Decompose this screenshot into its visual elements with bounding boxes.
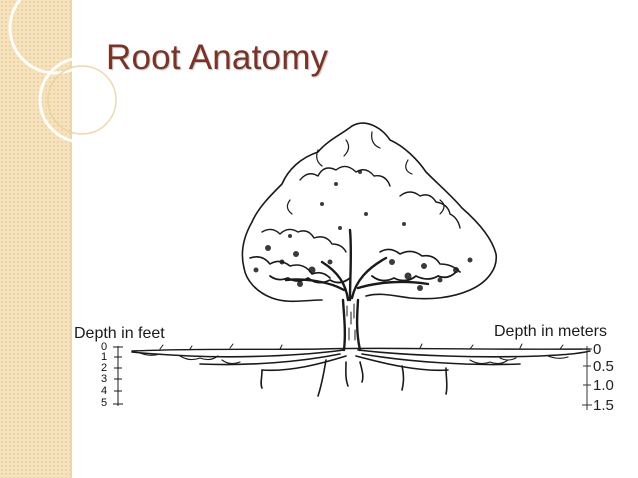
decorative-side-band [0,0,70,478]
depth-in-feet-label: Depth in feet [74,325,165,342]
depth-in-meters-label: Depth in meters [494,323,607,340]
lateral-roots [131,349,591,372]
canopy-outline [241,122,497,303]
meters-tick-label: 1.5 [593,397,614,414]
meters-scale-ruler [582,346,592,410]
slide-title: Root Anatomy [106,38,329,77]
feet-tick-label: 0 [101,341,108,353]
feet-tick-label: 2 [101,362,108,374]
tree-trunk [341,298,362,352]
meters-tick-label: 0.5 [593,358,614,375]
feet-tick-label: 1 [101,351,108,363]
meters-tick-label: 1.0 [593,377,614,394]
ground-line [131,347,591,352]
tree-illustration [131,122,591,397]
decorative-circles [8,0,120,144]
feet-tick-label: 5 [101,397,108,409]
side-band-edge [70,0,72,478]
feet-scale-ruler [113,346,123,406]
feet-tick-label: 4 [101,385,108,397]
feet-tick-label: 3 [101,373,108,385]
sinker-roots [260,359,448,397]
meters-tick-label: 0 [593,341,602,358]
